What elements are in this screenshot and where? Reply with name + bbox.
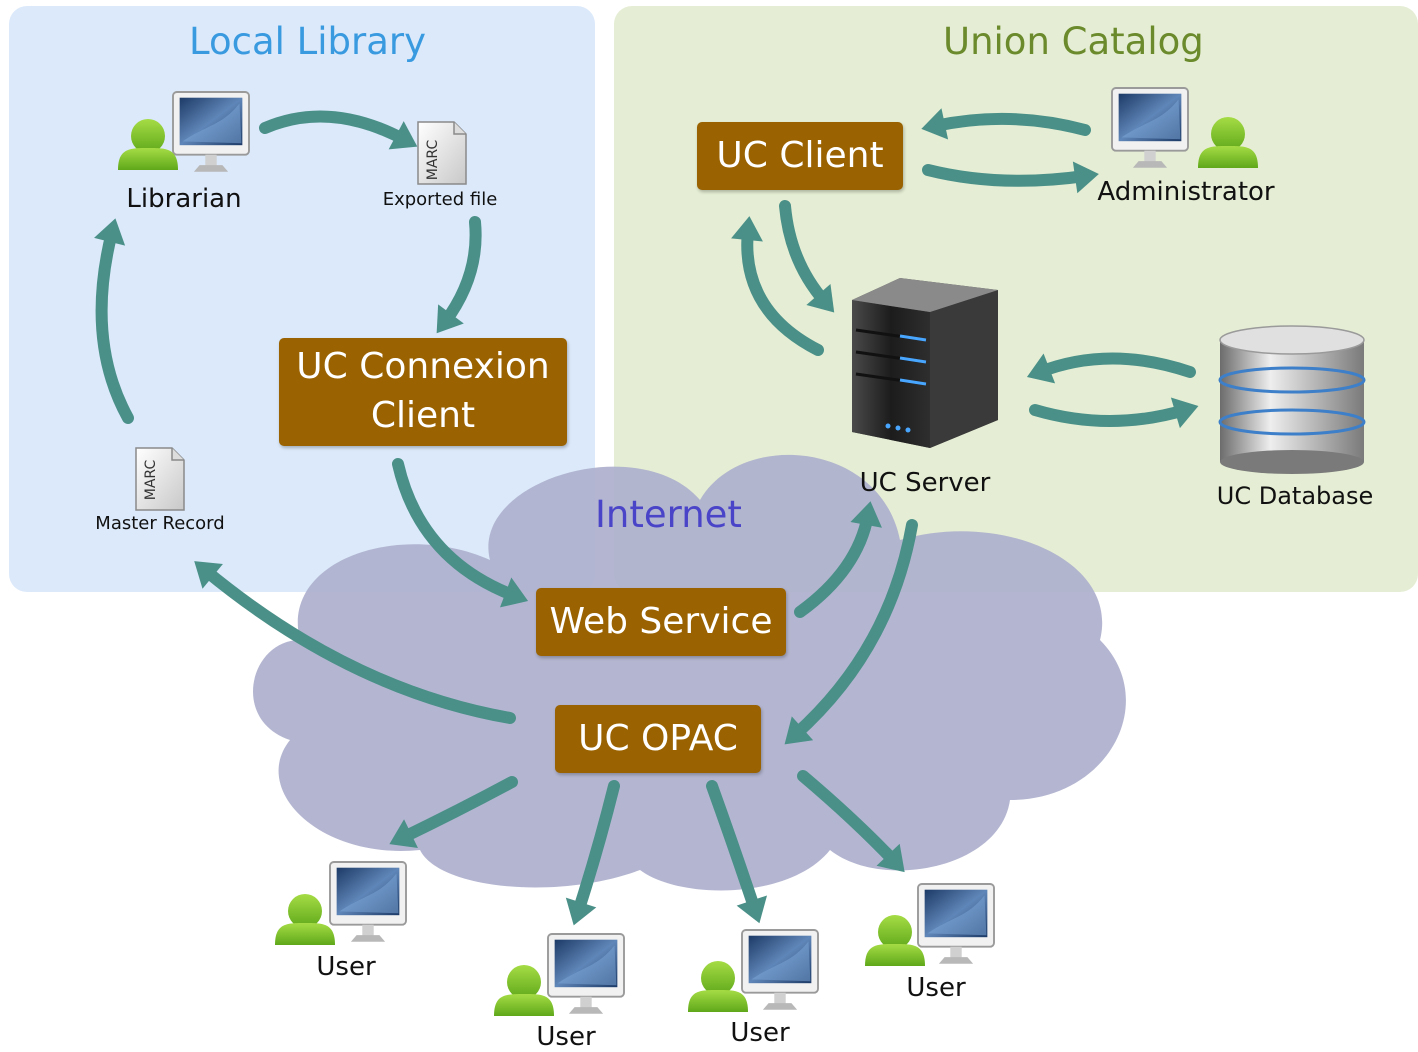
arrow-connexion-to-webservice-head	[499, 577, 529, 608]
user-label-3: User	[730, 1018, 790, 1048]
uc-connexion-client-line1: UC Connexion	[296, 346, 550, 388]
arrow-opac-to-user1-head	[389, 819, 418, 849]
uc-server-label: UC Server	[859, 468, 991, 498]
arrow-db-to-server	[1034, 352, 1196, 378]
arrow-ucclient-to-server	[779, 200, 831, 308]
arrow-opac-to-master	[199, 564, 516, 724]
uc-client-box: UC Client	[697, 122, 903, 190]
arrow-admin-to-ucclient	[929, 112, 1091, 136]
local-library-title: Local Library	[189, 20, 427, 63]
arrow-db-to-server-head	[1026, 353, 1056, 384]
flow-arrows	[94, 108, 1199, 926]
arrow-exported-to-connexion	[439, 216, 482, 328]
arrow-librarian-to-exported-head	[388, 121, 418, 150]
uc-database-label: UC Database	[1216, 482, 1374, 510]
librarian-icon	[118, 91, 250, 173]
user-label-1: User	[316, 952, 376, 982]
arrow-opac-to-master-head	[194, 561, 223, 589]
uc-connexion-client-line2: Client	[370, 395, 476, 436]
administrator-icon	[1111, 87, 1258, 169]
arrow-connexion-to-webservice	[392, 458, 521, 602]
arrow-webservice-to-server	[794, 509, 874, 618]
master-record-tag: MARC	[143, 460, 159, 501]
user-label-2: User	[536, 1022, 596, 1052]
exported-file-label: Exported file	[382, 189, 498, 210]
arrow-ucclient-to-admin-head	[1072, 161, 1099, 194]
arrow-opac-to-user2-head	[565, 897, 597, 926]
arrow-server-to-ucclient	[741, 224, 824, 356]
arrow-server-to-db-head	[1170, 397, 1199, 429]
arrow-opac-to-user3	[706, 780, 761, 916]
internet-title: Internet	[595, 493, 742, 536]
arrow-master-to-librarian	[95, 226, 134, 424]
master-record-label: Master Record	[95, 513, 225, 534]
user-label-4: User	[906, 973, 966, 1003]
librarian-label: Librarian	[126, 184, 242, 214]
user-icon-4	[865, 883, 995, 966]
master-record-icon: MARC	[135, 447, 185, 511]
arrow-server-to-opac-head	[784, 716, 814, 745]
exported-file-icon: MARC	[417, 121, 467, 185]
arrow-opac-to-user3-head	[736, 895, 768, 924]
arrow-opac-to-user2	[572, 780, 620, 918]
user-icon-1	[275, 861, 407, 945]
arrow-librarian-to-exported	[259, 110, 411, 146]
arrow-ucclient-to-server-head	[806, 283, 835, 313]
arrow-server-to-opac	[789, 519, 918, 741]
arrow-ucclient-to-admin	[922, 164, 1091, 187]
uc-opac-box: UC OPAC	[555, 705, 761, 773]
uc-connexion-client-box: UC Connexion Client	[279, 338, 567, 446]
arrow-webservice-to-server-head	[850, 501, 882, 528]
exported-file-tag: MARC	[425, 140, 441, 181]
user-icon-3	[688, 929, 819, 1012]
uc-server-icon	[852, 278, 998, 448]
administrator-label: Administrator	[1097, 177, 1275, 207]
arrow-opac-to-user4	[797, 770, 901, 868]
arrow-master-to-librarian-head	[94, 218, 126, 246]
user-icon-2	[494, 933, 625, 1016]
web-service-box: Web Service	[536, 588, 786, 656]
arrow-server-to-db	[1029, 404, 1191, 427]
uc-database-icon	[1218, 325, 1366, 474]
arrow-admin-to-ucclient-head	[921, 108, 949, 140]
arrow-opac-to-user4-head	[876, 843, 905, 873]
arrow-exported-to-connexion-head	[436, 304, 464, 334]
arrow-opac-to-user1	[396, 776, 518, 844]
union-catalog-title: Union Catalog	[943, 20, 1204, 63]
arrow-server-to-ucclient-head	[731, 216, 763, 242]
